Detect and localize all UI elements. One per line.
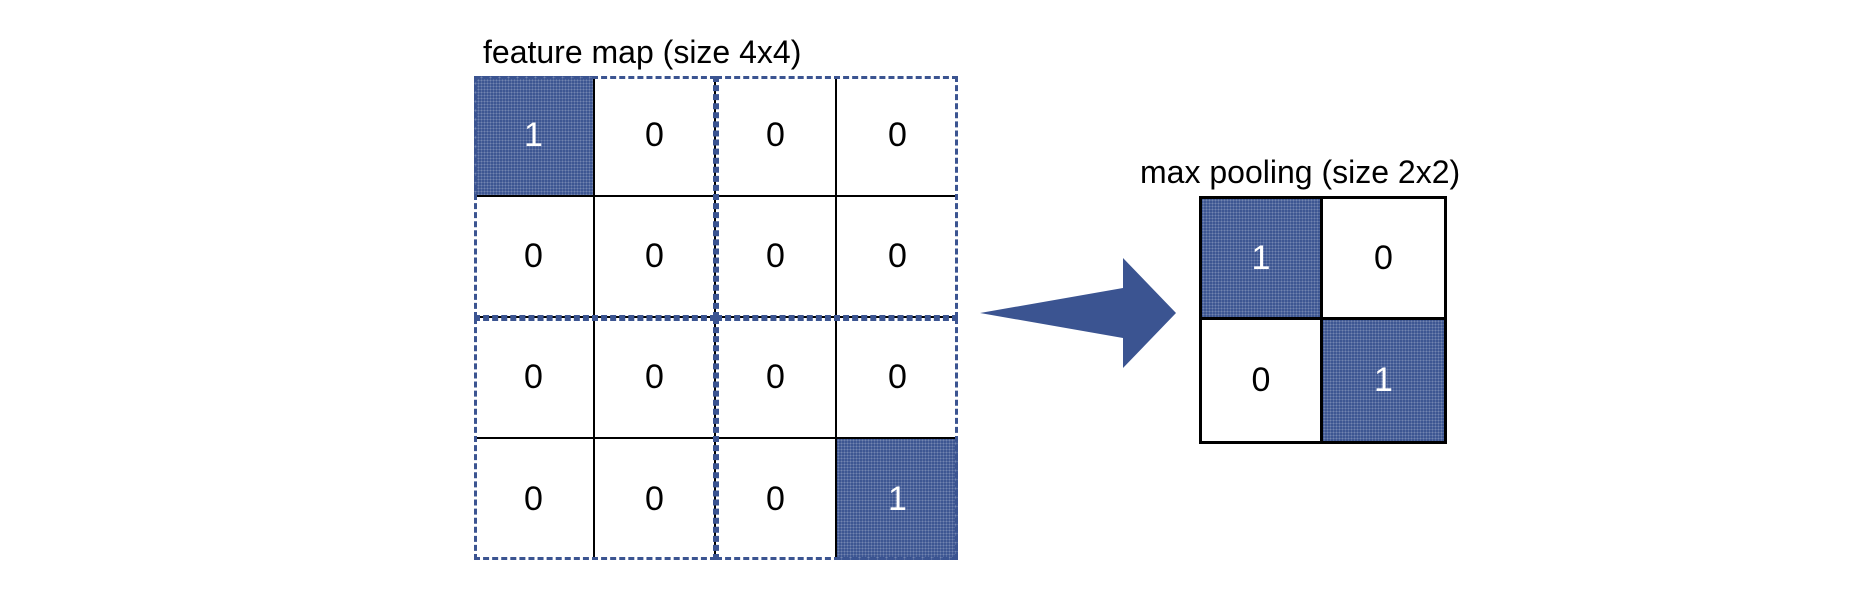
feature-map-cell: 0: [595, 439, 716, 560]
feature-map-cell: 1: [837, 439, 958, 560]
feature-map-cell: 0: [716, 76, 837, 197]
feature-map-cell: 0: [474, 318, 595, 439]
feature-map-cell: 0: [595, 318, 716, 439]
feature-map-title: feature map (size 4x4): [483, 34, 802, 70]
feature-map-cell: 0: [716, 318, 837, 439]
feature-map-cell: 0: [716, 439, 837, 560]
max-pooling-cell: 0: [1323, 199, 1444, 320]
feature-map-grid: 1 0 0 0 0 0 0 0 0 0 0 0 0 0 0 1: [474, 76, 958, 560]
max-pooling-cell: 1: [1202, 199, 1323, 320]
feature-map-cell: 0: [837, 76, 958, 197]
feature-map-cell: 0: [716, 197, 837, 318]
feature-map-cell: 0: [595, 197, 716, 318]
feature-map-cell: 0: [474, 439, 595, 560]
feature-map-cell: 0: [837, 197, 958, 318]
feature-map-cell: 0: [595, 76, 716, 197]
max-pooling-title: max pooling (size 2x2): [1140, 154, 1461, 190]
feature-map-cell: 0: [474, 197, 595, 318]
max-pooling-grid: 1 0 0 1: [1199, 196, 1447, 444]
arrow-icon: [980, 258, 1176, 368]
max-pooling-cell: 0: [1202, 320, 1323, 441]
feature-map-cell: 1: [474, 76, 595, 197]
max-pooling-cell: 1: [1323, 320, 1444, 441]
feature-map-cell: 0: [837, 318, 958, 439]
